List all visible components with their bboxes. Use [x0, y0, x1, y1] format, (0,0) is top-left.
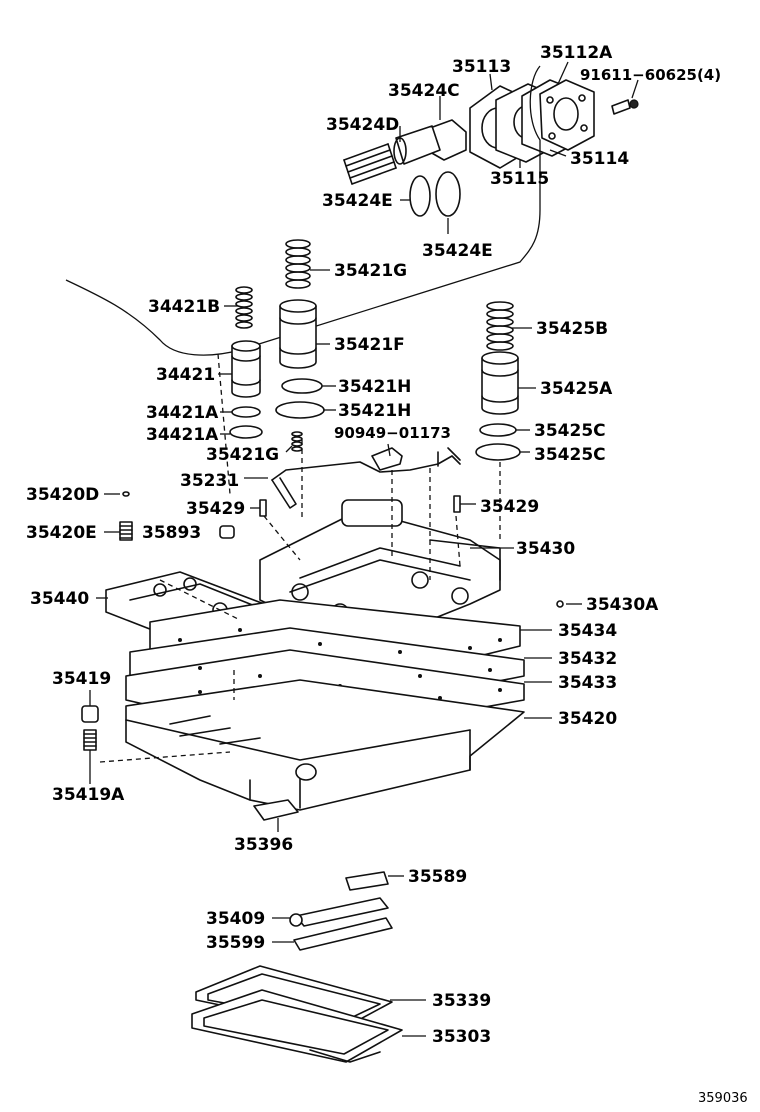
label-90949: 90949−01173: [334, 424, 451, 442]
accumulator-cover-group: [343, 79, 639, 217]
pin-35429-b: [453, 495, 461, 513]
reference-number: 359036: [698, 1091, 748, 1106]
piston-34421: [231, 340, 261, 398]
oring-34421A-a: [231, 406, 261, 418]
label-34421A-a: 34421A: [146, 403, 219, 423]
plug-35893: [219, 525, 235, 539]
label-35420: 35420: [558, 709, 617, 729]
label-35425B: 35425B: [536, 319, 608, 339]
label-35421G: 35421G: [334, 261, 407, 281]
piston-35421F: [279, 299, 317, 369]
pin-35429-a: [259, 499, 267, 517]
label-35421H-b: 35421H: [338, 401, 411, 421]
label-35433: 35433: [558, 673, 617, 693]
oring-35421H-b: [275, 401, 325, 419]
accumulator-right-group: [475, 301, 521, 461]
part-labels: 35112A 35113 91611−60625(4) 35424C 35424…: [26, 43, 748, 1106]
label-35424C: 35424C: [388, 81, 460, 101]
plug-35419: [81, 705, 99, 723]
label-34421A-b: 34421A: [146, 425, 219, 445]
label-35339: 35339: [432, 991, 491, 1011]
label-35420E: 35420E: [26, 523, 97, 543]
oring-35421H-a: [281, 378, 323, 394]
label-35409: 35409: [206, 909, 265, 929]
label-35421H-a: 35421H: [338, 377, 411, 397]
label-35231: 35231: [180, 471, 239, 491]
label-35425A: 35425A: [540, 379, 613, 399]
label-35440: 35440: [30, 589, 89, 609]
spring-35419A: [83, 729, 97, 751]
oring-35424E-b: [435, 171, 461, 217]
label-35425C-a: 35425C: [534, 421, 606, 441]
label-35424D: 35424D: [326, 115, 399, 135]
bracket-90949: [371, 447, 403, 471]
label-91611: 91611−60625(4): [580, 66, 721, 84]
pipe-35231: [271, 455, 461, 481]
spring-35420E: [119, 521, 133, 541]
label-35420D: 35420D: [26, 485, 99, 505]
plate-35589: [345, 871, 389, 891]
spring-35424D: [343, 143, 397, 185]
spring-35409: [289, 897, 389, 927]
label-35114: 35114: [570, 149, 629, 169]
accumulator-left-group: [229, 239, 325, 452]
label-35113: 35113: [452, 57, 511, 77]
label-35303: 35303: [432, 1027, 491, 1047]
spring-34421B: [235, 286, 253, 329]
label-35421G-small: 35421G: [206, 445, 279, 465]
label-35396: 35396: [234, 835, 293, 855]
oring-35424E-a: [409, 175, 431, 217]
oring-35425C-a: [479, 423, 517, 437]
cover-35112A: [539, 79, 595, 151]
label-35434: 35434: [558, 621, 617, 641]
label-35589: 35589: [408, 867, 467, 887]
lower-valve-body-35420: [125, 679, 525, 811]
strainer-35396: [253, 799, 299, 821]
label-35112A: 35112A: [540, 43, 613, 63]
bolt-91611: [611, 99, 631, 115]
spring-35421G: [285, 239, 311, 289]
piston-35425A: [481, 351, 519, 415]
label-35893: 35893: [142, 523, 201, 543]
oil-pan-35303: [191, 989, 403, 1063]
label-35425C-b: 35425C: [534, 445, 606, 465]
label-35429-a: 35429: [186, 499, 245, 519]
label-35419: 35419: [52, 669, 111, 689]
assembly-dash-lines: [99, 353, 501, 763]
plate-35599: [293, 917, 393, 951]
leader-lines: [89, 61, 639, 1037]
oil-pan-gasket-35339: [195, 965, 393, 1031]
label-35115: 35115: [490, 169, 549, 189]
label-34421: 34421: [156, 365, 215, 385]
label-35430: 35430: [516, 539, 575, 559]
label-35429-b: 35429: [480, 497, 539, 517]
label-34421B: 34421B: [148, 297, 220, 317]
oring-35425C-b: [475, 443, 521, 461]
label-35419A: 35419A: [52, 785, 125, 805]
label-35424E-a: 35424E: [322, 191, 393, 211]
label-35599: 35599: [206, 933, 265, 953]
ball-35420D: [122, 491, 130, 497]
spring-35425B: [486, 301, 514, 351]
oring-34421A-b: [229, 425, 263, 439]
spring-35421G-small: [291, 431, 303, 452]
label-35432: 35432: [558, 649, 617, 669]
label-35424E-b: 35424E: [422, 241, 493, 261]
label-35430A: 35430A: [586, 595, 659, 615]
label-35421F: 35421F: [334, 335, 405, 355]
ball-35430A: [556, 600, 564, 608]
